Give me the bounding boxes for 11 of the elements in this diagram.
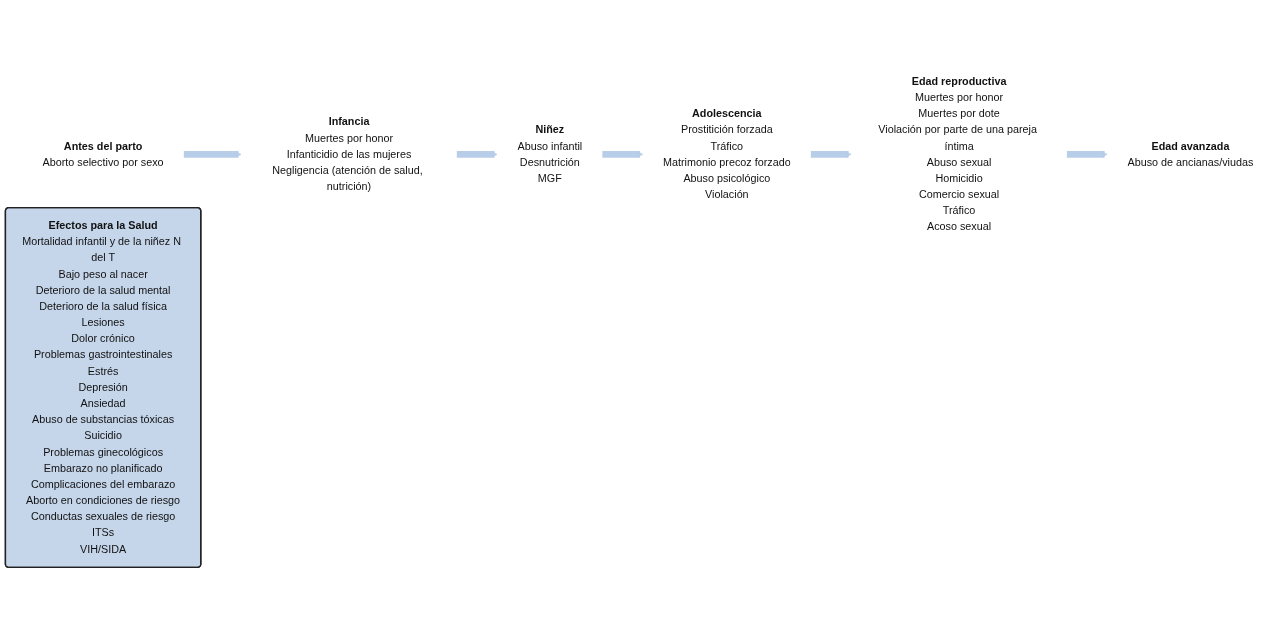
node-text: Infancia Muertes por honor Infanticidio de las mujeres Negligencia (atención de salud, nutrición) — [272, 115, 423, 192]
arrow — [810, 150, 852, 158]
arrow — [456, 150, 498, 158]
arrow — [183, 150, 242, 158]
node-text: Niñez Abuso infantil Desnutrición MGF — [517, 123, 583, 184]
arrow — [602, 150, 644, 158]
node-text: Edad avanzada Abuso de ancianas/viudas — [1127, 139, 1254, 168]
node-text: Antes del parto Aborto selectivo por sexo — [42, 139, 164, 168]
arrow — [1066, 150, 1108, 158]
node-text: Adolescencia Prostitición forzada Tráfico Matrimonio precoz forzado Abuso psicológico Violación — [663, 107, 791, 200]
node-text: Edad reproductiva Muertes por honor Muertes por dote Violación por parte de una pareja íntima Abuso sexual Homicidio Comercio sexual Tráfico Acoso sexual — [878, 75, 1037, 233]
